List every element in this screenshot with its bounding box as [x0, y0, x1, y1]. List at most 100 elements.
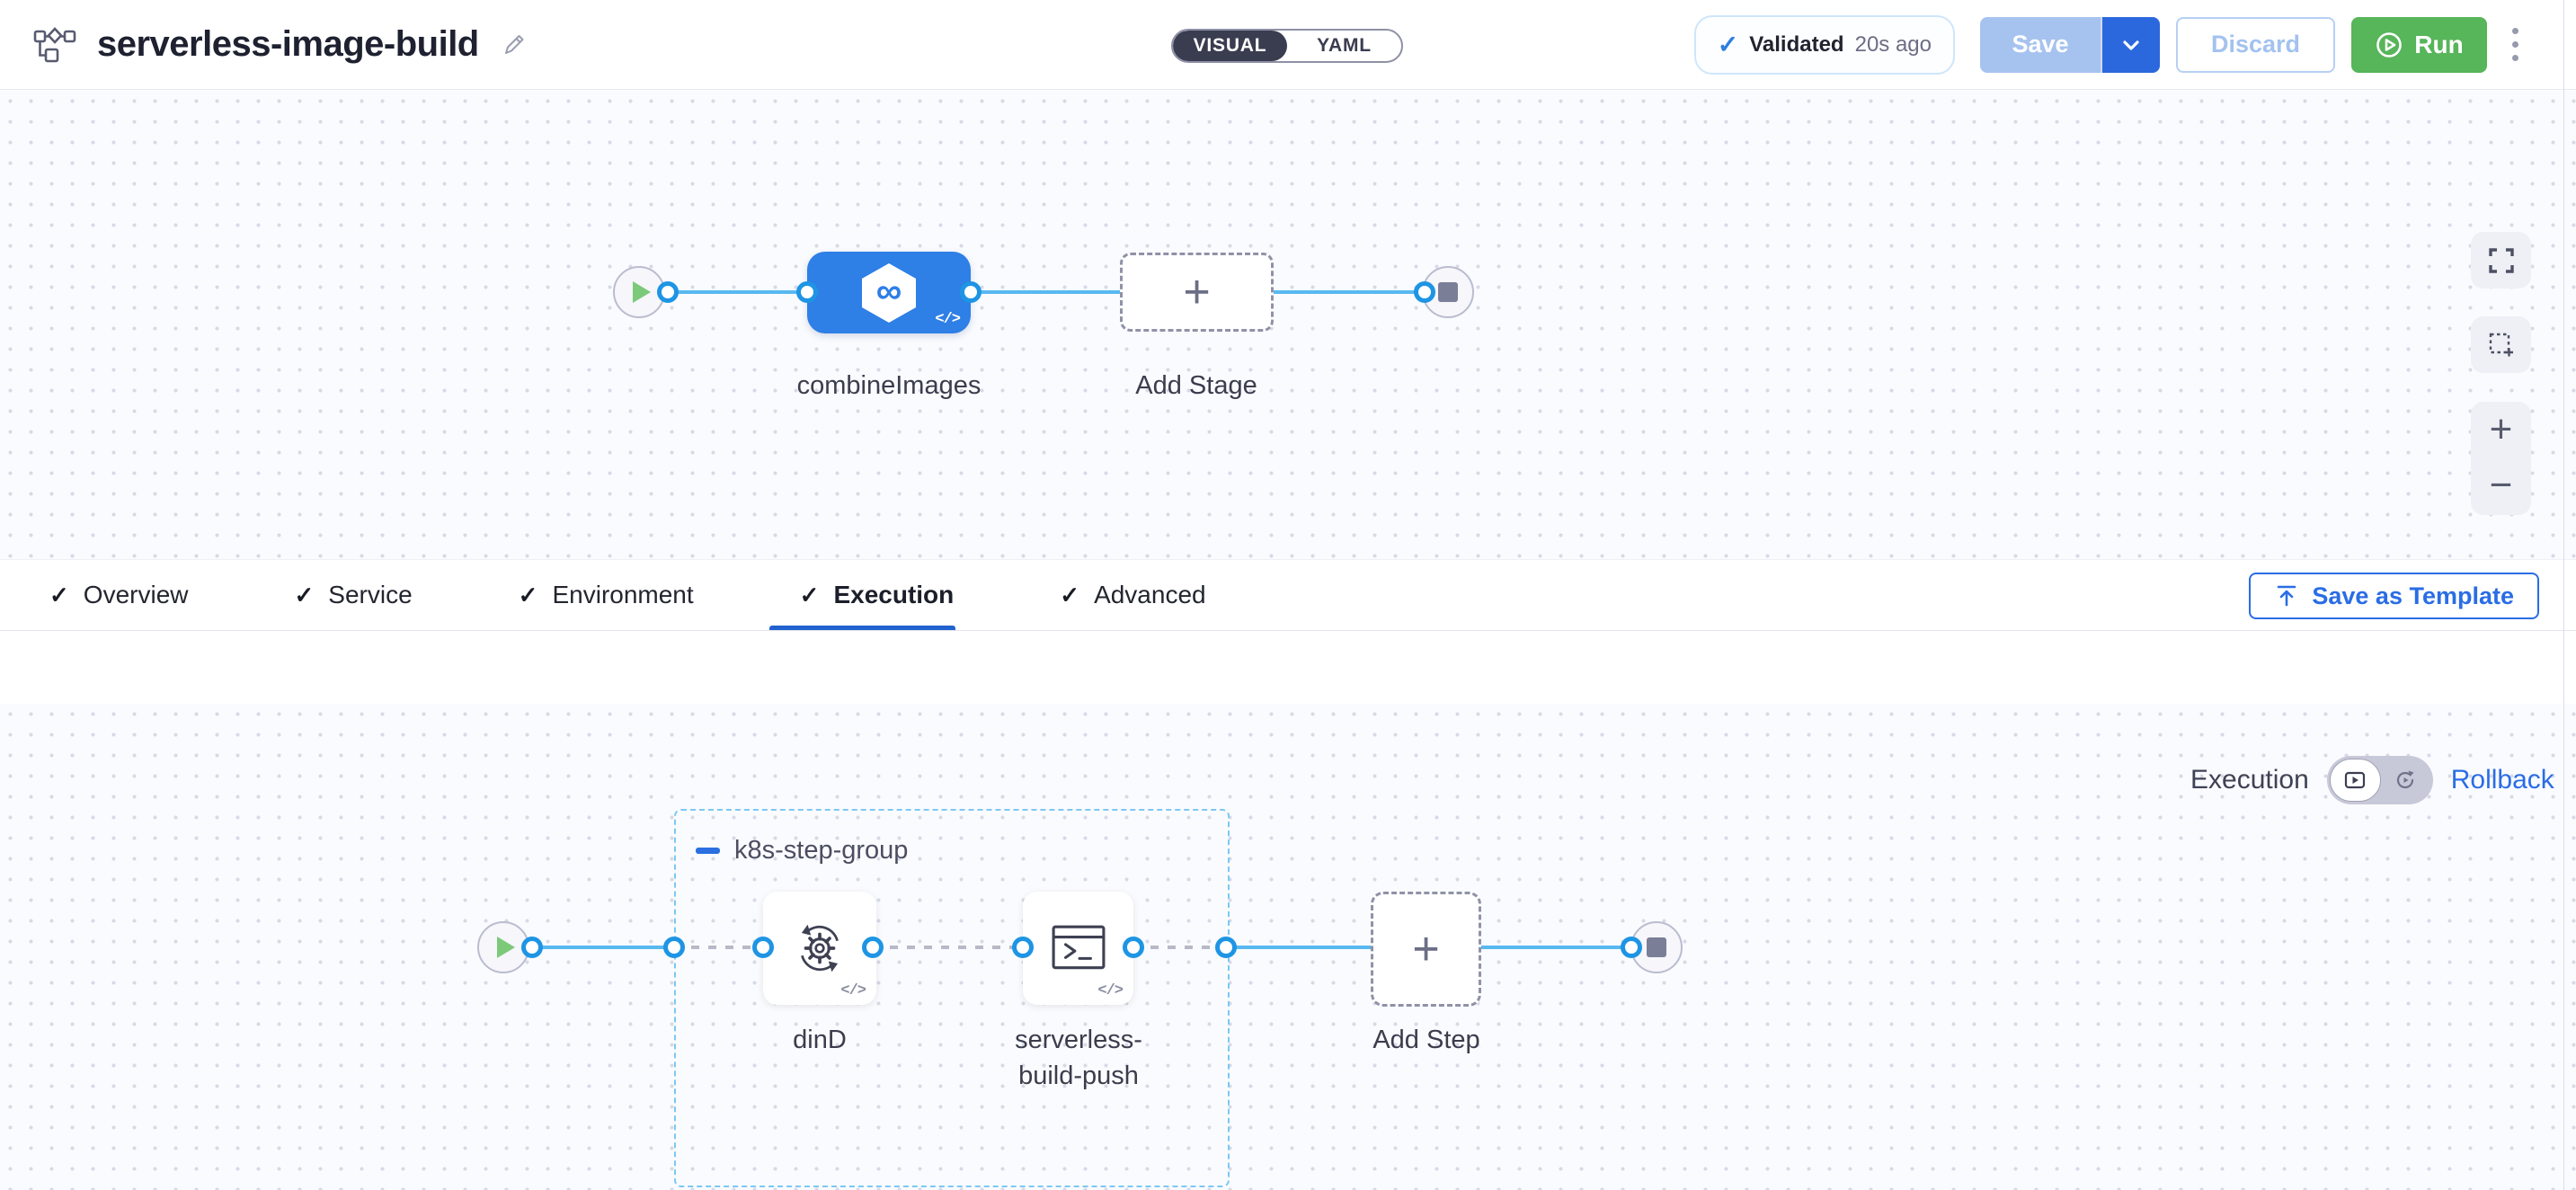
validated-badge[interactable]: ✓ Validated 20s ago: [1693, 14, 1955, 75]
stage-node-combineimages[interactable]: ∞ </>: [807, 252, 971, 333]
save-as-template-button[interactable]: Save as Template: [2249, 573, 2539, 619]
rollback-mode-icon: [2397, 770, 2414, 789]
zoom-controls: + −: [2471, 402, 2531, 515]
header-actions: ✓ Validated 20s ago Save Discard Run: [1693, 14, 2527, 75]
port: [1621, 937, 1642, 958]
port: [1123, 937, 1144, 958]
add-step-button[interactable]: +: [1371, 892, 1481, 1007]
stage-tabbar: ✓ Overview ✓ Service ✓ Environment ✓ Exe…: [0, 559, 2576, 631]
zoom-out-button[interactable]: −: [2471, 457, 2531, 513]
step-label-serverless-build-push: serverless-build-push: [1015, 1026, 1142, 1090]
step-node-serverless-build-push[interactable]: </>: [1023, 892, 1133, 1005]
connector: [971, 290, 1120, 294]
tab-check-icon: ✓: [49, 581, 69, 608]
step-group-header: k8s-step-group: [696, 836, 908, 866]
save-split-button: Save: [1980, 16, 2160, 73]
add-stage-label: Add Stage: [1135, 371, 1257, 400]
port: [960, 281, 982, 303]
step-group-name: k8s-step-group: [734, 836, 909, 865]
port: [1215, 937, 1237, 958]
svg-text:∞: ∞: [876, 271, 902, 311]
start-play-icon: [497, 937, 515, 958]
connector: [1481, 946, 1631, 949]
connector-dashed: [1133, 946, 1226, 949]
port: [657, 281, 679, 303]
upload-icon: [2278, 585, 2296, 607]
step-group-k8s-step-group[interactable]: k8s-step-group: [674, 809, 1230, 1187]
tab-label: Overview: [83, 581, 189, 608]
terminal-icon: [1052, 925, 1105, 970]
tab-overview[interactable]: ✓ Overview: [49, 560, 189, 630]
connector: [652, 290, 809, 294]
zoom-in-button[interactable]: +: [2471, 402, 2531, 457]
validated-check-icon: ✓: [1717, 31, 1739, 58]
save-as-template-label: Save as Template: [2312, 582, 2514, 609]
plus-icon: +: [1183, 266, 1211, 318]
execution-end-node: [1630, 921, 1683, 973]
connector: [1226, 946, 1371, 949]
pipeline-start-node: [613, 266, 665, 318]
port: [796, 281, 818, 303]
step-label-dind: dinD: [793, 1026, 847, 1054]
more-options-menu[interactable]: [2503, 21, 2527, 68]
edit-pencil-icon[interactable]: [499, 31, 528, 59]
port: [663, 937, 685, 958]
port: [752, 937, 774, 958]
tab-label: Service: [328, 581, 413, 608]
port: [521, 937, 543, 958]
start-play-icon: [633, 281, 651, 303]
rollback-link[interactable]: Rollback: [2450, 765, 2554, 795]
connector: [516, 946, 674, 949]
validated-label: Validated: [1749, 31, 1844, 57]
stage-canvas[interactable]: ∞ </> + combineImages Add Stage: [0, 91, 2576, 559]
multi-select-button[interactable]: [2471, 316, 2531, 373]
port: [1012, 937, 1034, 958]
step-code-badge: </>: [840, 982, 866, 999]
page-title: serverless-image-build: [97, 24, 479, 64]
stage-hexagon-icon: ∞: [862, 262, 916, 323]
execution-mode-segment[interactable]: [2329, 759, 2381, 802]
stop-square-icon: [1438, 282, 1458, 302]
tab-label: Advanced: [1094, 581, 1206, 608]
tab-environment[interactable]: ✓ Environment: [519, 560, 694, 630]
execution-label: Execution: [2190, 765, 2309, 795]
add-step-label: Add Step: [1372, 1026, 1480, 1054]
connector-dashed: [674, 946, 763, 949]
port: [862, 937, 884, 958]
stage-label: combineImages: [796, 371, 982, 400]
run-button-label: Run: [2414, 30, 2464, 58]
tab-check-icon: ✓: [294, 581, 315, 608]
tab-check-icon: ✓: [799, 581, 820, 608]
tab-label: Environment: [552, 581, 694, 608]
fullscreen-button[interactable]: [2471, 232, 2531, 289]
tab-execution[interactable]: ✓ Execution: [768, 560, 955, 630]
discard-button[interactable]: Discard: [2176, 16, 2335, 73]
run-play-icon: [2376, 31, 2403, 58]
save-dropdown-button[interactable]: [2101, 16, 2160, 73]
save-button[interactable]: Save: [1980, 16, 2101, 73]
execution-rollback-toggle[interactable]: [2326, 756, 2433, 804]
pipeline-icon: [33, 26, 76, 62]
connector-dashed: [873, 946, 1023, 949]
rollback-mode-segment[interactable]: [2381, 759, 2430, 802]
chevron-down-icon: [2123, 40, 2139, 50]
run-button[interactable]: Run: [2351, 16, 2487, 73]
header: serverless-image-build VISUAL YAML ✓ Val…: [0, 0, 2576, 90]
tab-service[interactable]: ✓ Service: [295, 560, 413, 630]
step-node-dind[interactable]: </>: [763, 892, 876, 1005]
execution-mode-icon: [2345, 771, 2366, 789]
execution-canvas[interactable]: Execution Rollback: [0, 704, 2576, 1190]
plus-icon: +: [1412, 923, 1440, 975]
add-stage-button[interactable]: +: [1120, 253, 1274, 332]
validated-time: 20s ago: [1854, 31, 1932, 57]
pipeline-title-group: serverless-image-build: [32, 24, 528, 65]
tab-check-icon: ✓: [518, 581, 538, 608]
tab-label: Execution: [833, 581, 955, 608]
tab-advanced[interactable]: ✓ Advanced: [1060, 560, 1205, 630]
yaml-toggle-button[interactable]: YAML: [1317, 35, 1372, 56]
collapse-group-button[interactable]: [696, 848, 720, 854]
visual-toggle-button[interactable]: VISUAL: [1173, 31, 1287, 61]
execution-rollback-switch: Execution Rollback: [2190, 756, 2554, 804]
stop-square-icon: [1647, 937, 1666, 957]
